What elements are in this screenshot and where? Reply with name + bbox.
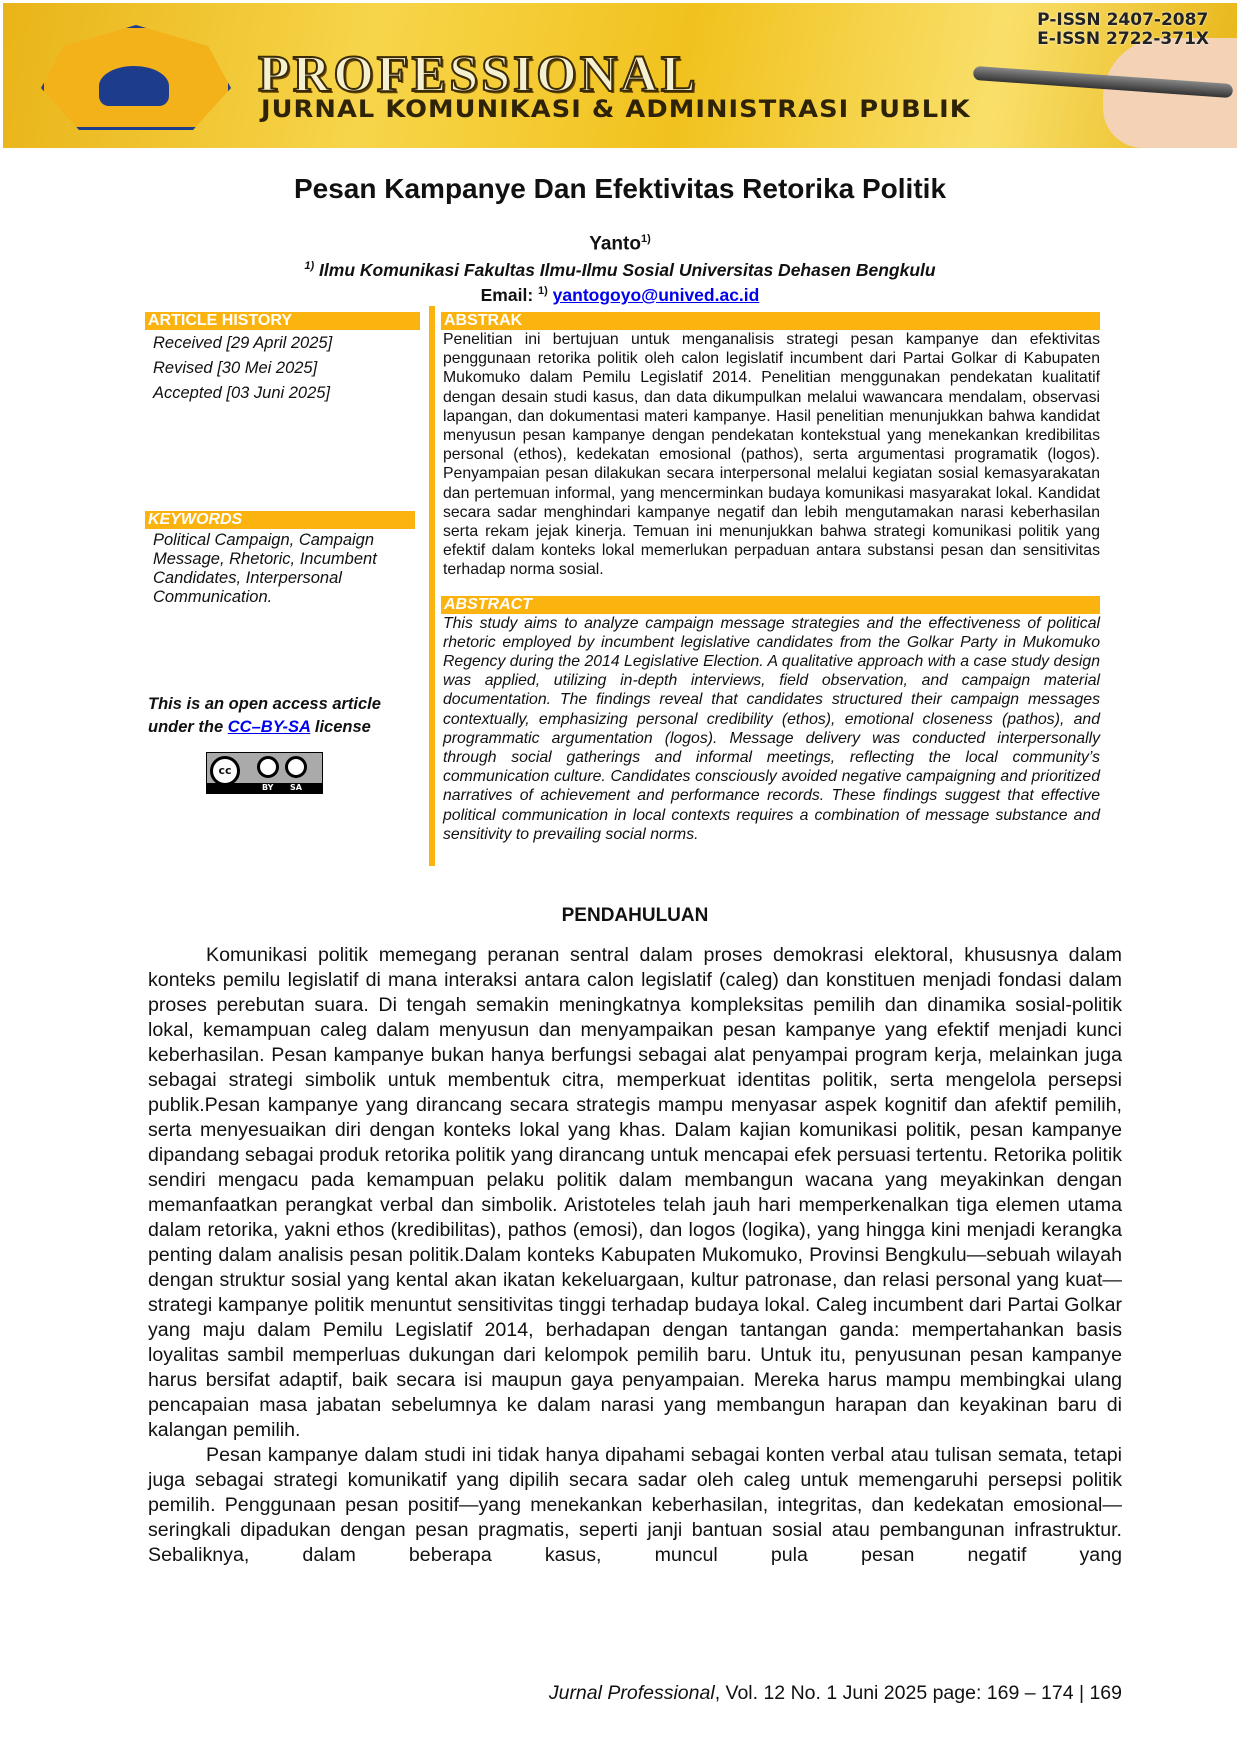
affiliation-sup: 1) — [304, 260, 315, 273]
body-text: Komunikasi politik memegang peranan sent… — [148, 943, 1122, 1568]
abstrak-text: Penelitian ini bertujuan untuk menganali… — [443, 331, 1100, 579]
accepted-date: Accepted [03 Juni 2025] — [153, 384, 331, 402]
e-issn: E-ISSN 2722-371X — [1037, 29, 1209, 49]
open-access-notice: This is an open access article under the… — [148, 693, 381, 739]
university-logo — [41, 25, 231, 130]
column-divider — [429, 306, 435, 866]
abstract-text: This study aims to analyze campaign mess… — [443, 614, 1100, 843]
journal-subtitle: JURNAL KOMUNIKASI & ADMINISTRASI PUBLIK — [261, 95, 971, 123]
received-date: Received [29 April 2025] — [153, 334, 333, 352]
license-post: license — [310, 718, 371, 736]
email-line: Email: 1) yantogoyo@unived.ac.id — [0, 285, 1240, 306]
abstrak-header: ABSTRAK — [441, 312, 1100, 330]
footer-details: , Vol. 12 No. 1 Juni 2025 page: 169 – 17… — [714, 1682, 1122, 1704]
cc-icon: cc — [210, 756, 240, 786]
journal-name: PROFESSIONAL — [257, 45, 699, 104]
article-info-column: ARTICLE HISTORY Received [29 April 2025]… — [145, 312, 420, 607]
affiliation: 1) Ilmu Komunikasi Fakultas Ilmu-Ilmu So… — [0, 260, 1240, 281]
open-access-line1: This is an open access article — [148, 695, 381, 713]
footer-journal: Jurnal Professional — [548, 1682, 715, 1704]
keywords-text: Political Campaign, Campaign Message, Rh… — [153, 531, 377, 606]
author-text: Yanto — [589, 233, 641, 255]
badge-sa: SA — [290, 783, 302, 792]
license-link[interactable]: CC–BY-SA — [227, 718, 311, 736]
page-footer: Jurnal Professional, Vol. 12 No. 1 Juni … — [549, 1682, 1122, 1705]
email-link[interactable]: yantogoyo@unived.ac.id — [552, 285, 760, 305]
paragraph: Komunikasi politik memegang peranan sent… — [148, 944, 1122, 1441]
abstract-column: ABSTRAK Penelitian ini bertujuan untuk m… — [441, 312, 1100, 844]
author-name: Yanto1) — [0, 233, 1240, 255]
paragraph: Pesan kampanye dalam studi ini tidak han… — [148, 1444, 1122, 1566]
revised-date: Revised [30 Mei 2025] — [153, 359, 318, 377]
article-title: Pesan Kampanye Dan Efektivitas Retorika … — [293, 173, 947, 204]
email-sup: 1) — [538, 285, 548, 298]
issn-block: P-ISSN 2407-2087 E-ISSN 2722-371X — [1037, 11, 1209, 49]
section-heading: PENDAHULUAN — [561, 905, 709, 926]
keywords-header: KEYWORDS — [145, 511, 415, 529]
affiliation-text: Ilmu Komunikasi Fakultas Ilmu-Ilmu Sosia… — [314, 260, 936, 280]
license-pre: under the — [148, 718, 228, 736]
cc-by-sa-badge[interactable]: cc BY SA — [206, 752, 323, 794]
article-history-header: ARTICLE HISTORY — [145, 312, 420, 330]
share-alike-icon — [285, 756, 307, 778]
badge-by: BY — [262, 783, 274, 792]
abstract-header: ABSTRACT — [441, 595, 1100, 614]
author-sup: 1) — [640, 233, 651, 245]
journal-banner: PROFESSIONAL JURNAL KOMUNIKASI & ADMINIS… — [3, 3, 1237, 148]
email-label: Email: — [480, 285, 539, 305]
p-issn: P-ISSN 2407-2087 — [1037, 10, 1209, 30]
attribution-icon — [257, 756, 279, 778]
